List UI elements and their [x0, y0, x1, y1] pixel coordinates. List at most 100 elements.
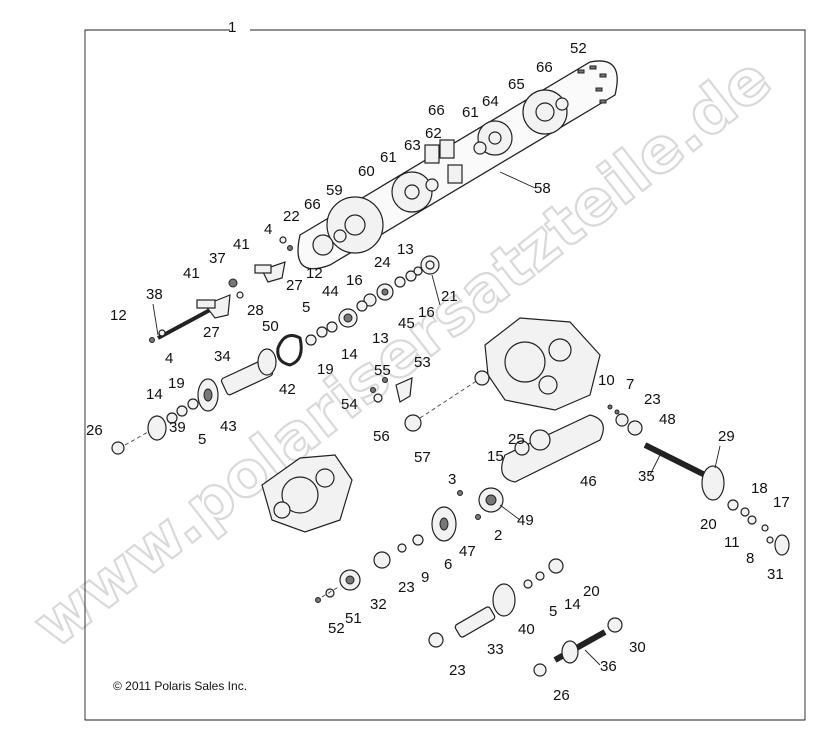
callout-1: 1: [228, 19, 236, 36]
diagram-frame: [84, 29, 806, 721]
chain-50: [276, 334, 303, 367]
callout-19: 19: [317, 361, 334, 378]
callout-38: 38: [146, 286, 163, 303]
callout-41: 41: [183, 265, 200, 282]
callout-23: 23: [644, 391, 661, 408]
cover-gear-61: [425, 178, 439, 192]
bearing-21: [420, 255, 440, 275]
callout-18: 18: [751, 480, 768, 497]
callout-20: 20: [700, 516, 717, 533]
housing-left: [261, 454, 353, 533]
shaft-33: [454, 606, 496, 638]
callout-20: 20: [583, 583, 600, 600]
ring-19: [305, 334, 317, 346]
axis-line-lower: [321, 585, 341, 598]
bearing-48: [627, 420, 643, 436]
gear-44: [338, 308, 358, 328]
bearing-30: [607, 617, 623, 633]
callout-24: 24: [374, 254, 391, 271]
shaft-36: [553, 629, 607, 664]
washer-16b: [405, 270, 417, 282]
bearing-23: [373, 551, 391, 569]
callout-21: 21: [441, 288, 458, 305]
ring-15: [514, 440, 530, 456]
callout-23: 23: [398, 579, 415, 596]
ring-8: [766, 536, 774, 544]
cover-seal-66: [555, 97, 569, 111]
washer-14: [176, 405, 188, 417]
callout-66: 66: [304, 196, 321, 213]
cover-gear-64: [477, 120, 513, 156]
callout-9: 9: [421, 569, 429, 586]
gear-45: [376, 283, 394, 301]
callout-14: 14: [564, 596, 581, 613]
callout-39: 39: [169, 419, 186, 436]
washer-14c: [535, 571, 545, 581]
callout-53: 53: [414, 354, 431, 371]
callout-65: 65: [508, 76, 525, 93]
pin-10: [607, 404, 613, 410]
callout-50: 50: [262, 318, 279, 335]
callout-60: 60: [358, 163, 375, 180]
callout-43: 43: [220, 418, 237, 435]
callout-47: 47: [459, 543, 476, 560]
washer-13b: [413, 266, 423, 276]
bearing-20: [548, 558, 564, 574]
callout-15: 15: [487, 448, 504, 465]
callout-44: 44: [322, 283, 339, 300]
callout-22: 22: [283, 208, 300, 225]
pin-52: [315, 597, 321, 603]
ring-4: [158, 329, 166, 337]
washer-20: [727, 499, 739, 511]
callout-33: 33: [487, 641, 504, 658]
gear-42: [257, 348, 277, 376]
callout-13: 13: [372, 330, 389, 347]
callout-52: 52: [328, 620, 345, 637]
washer-23: [615, 413, 629, 427]
callout-58: 58: [534, 180, 551, 197]
callout-31: 31: [767, 566, 784, 583]
spring-41b: [254, 264, 272, 274]
callout-12: 12: [110, 307, 127, 324]
ring-4b: [279, 236, 287, 244]
callout-35: 35: [638, 468, 655, 485]
callout-40: 40: [518, 621, 535, 638]
ring-18: [740, 507, 750, 517]
callout-4: 4: [264, 221, 272, 238]
callout-14: 14: [146, 386, 163, 403]
watermark-text: www.polarisersatzteile.de: [19, 42, 784, 662]
callout-46: 46: [580, 473, 597, 490]
washer-6: [412, 534, 424, 546]
washer-16: [363, 293, 377, 307]
ring-19b: [187, 398, 199, 410]
callout-48: 48: [659, 411, 676, 428]
axis-line-left: [124, 431, 149, 446]
ring-11: [747, 515, 757, 525]
callout-19: 19: [168, 375, 185, 392]
callout-45: 45: [398, 315, 415, 332]
bolt-3: [457, 490, 463, 496]
seal-ring-right: [474, 370, 490, 386]
cover-bearing-66b: [333, 229, 347, 243]
callout-7: 7: [626, 376, 634, 393]
callout-26: 26: [86, 422, 103, 439]
callout-59: 59: [326, 182, 343, 199]
cover-bolts-52: [577, 65, 607, 104]
callout-54: 54: [341, 396, 358, 413]
gear-43: [197, 378, 219, 412]
flange-31: [774, 534, 790, 556]
clip-7: [614, 409, 620, 415]
shaft-46: [501, 414, 604, 483]
callout-63: 63: [404, 137, 421, 154]
callout-5: 5: [198, 431, 206, 448]
housing-right: [484, 317, 601, 411]
callout-27: 27: [203, 324, 220, 341]
callout-28: 28: [247, 302, 264, 319]
callout-66: 66: [536, 59, 553, 76]
callout-13: 13: [397, 241, 414, 258]
roller-28: [236, 291, 244, 299]
cover-ring-61: [473, 141, 487, 155]
callout-12: 12: [306, 265, 323, 282]
callout-25: 25: [508, 431, 525, 448]
